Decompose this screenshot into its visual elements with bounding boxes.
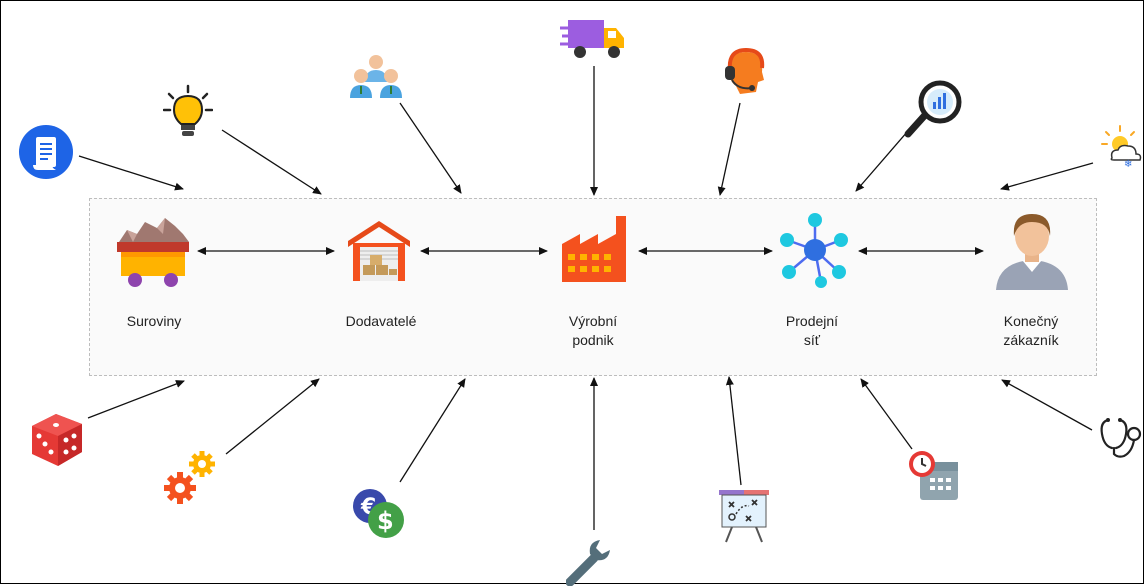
- strategy-board-icon: [719, 490, 769, 543]
- dice-icon: [32, 414, 82, 466]
- weather-icon: ❄: [1101, 125, 1142, 168]
- ore-cart-icon: [117, 218, 189, 287]
- magnifier-chart-icon: [904, 80, 962, 138]
- stethoscope-icon: [1100, 418, 1142, 458]
- node-label-dodavatele: Dodavatelé: [345, 313, 417, 329]
- node-label-vyrobni-podnik: Výrobní podnik: [568, 313, 618, 348]
- delivery-truck-icon: [560, 20, 624, 58]
- factory-icon: [562, 216, 626, 282]
- network-icon: [780, 213, 848, 288]
- people-group-icon: [350, 55, 402, 98]
- customer-icon: [996, 214, 1068, 290]
- scroll-document-icon: [19, 125, 73, 179]
- currency-icon: € $: [353, 489, 404, 538]
- node-label-prodejni-sit: Prodejní síť: [785, 313, 839, 348]
- clock-calendar-icon: [909, 451, 958, 500]
- svg-text:❄: ❄: [1124, 159, 1132, 168]
- lightbulb-icon: [163, 84, 213, 136]
- call-center-icon: [725, 47, 765, 94]
- node-label-konecny-zakaznik: Konečný zákazník: [1003, 313, 1059, 348]
- gears-icon: [164, 451, 215, 504]
- svg-text:$: $: [377, 507, 394, 535]
- warehouse-icon: [348, 221, 410, 281]
- wrench-icon: [566, 540, 610, 586]
- node-label-suroviny: Suroviny: [126, 313, 182, 329]
- supply-chain-box: [89, 198, 1097, 376]
